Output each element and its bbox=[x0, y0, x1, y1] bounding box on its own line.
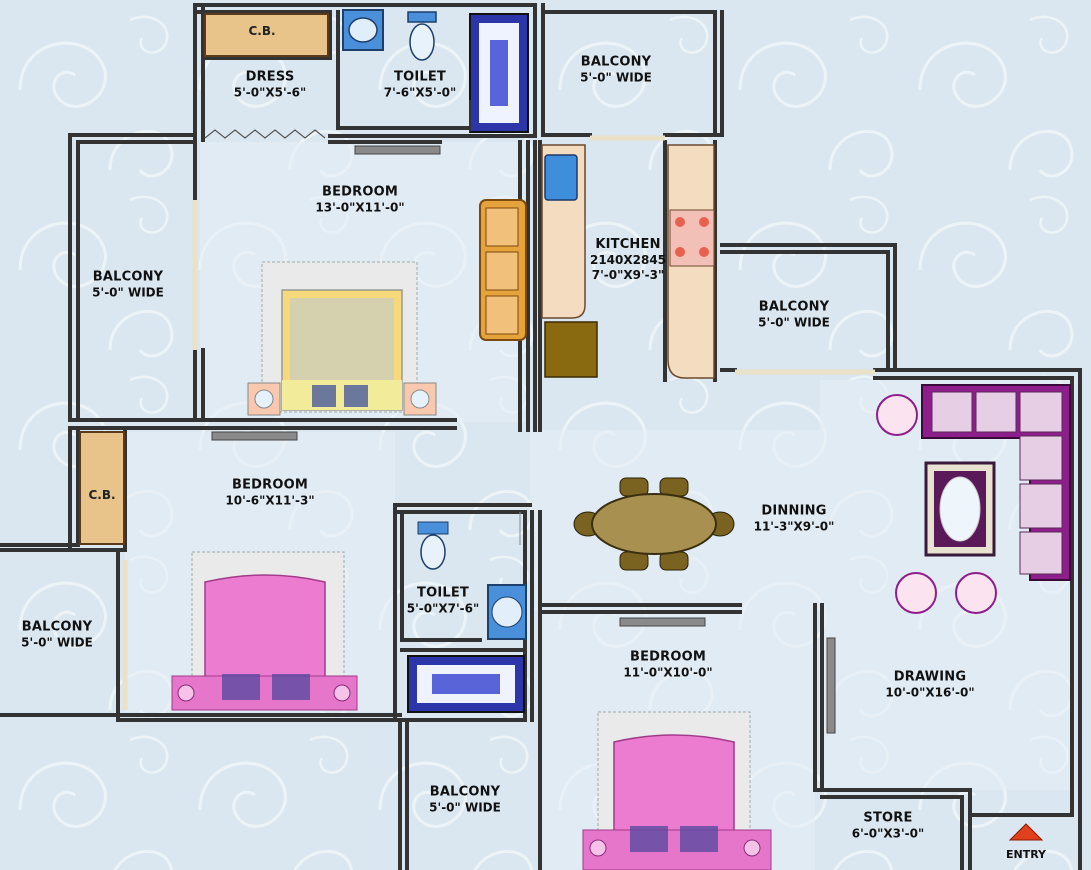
room-balcony-top: BALCONY 5'-0" WIDE bbox=[580, 54, 652, 85]
room-store: STORE 6'-0"X3'-0" bbox=[852, 810, 924, 841]
room-bedroom-3-dim: 11'-0"X10'-0" bbox=[623, 665, 713, 680]
dining-table bbox=[573, 477, 735, 571]
room-dinning: DINNING 11'-3"X9'-0" bbox=[754, 503, 835, 534]
room-balcony-kitchen: BALCONY 5'-0" WIDE bbox=[758, 299, 830, 330]
cupboard-left bbox=[79, 431, 125, 545]
cupboard-left-label: C.B. bbox=[88, 488, 116, 502]
room-dress: DRESS 5'-0"X5'-6" bbox=[234, 69, 306, 100]
room-dinning-name: DINNING bbox=[761, 503, 827, 519]
bedroom-3-bed bbox=[582, 711, 772, 870]
room-bedroom-2-dim: 10'-6"X11'-3" bbox=[225, 493, 315, 508]
room-balcony-left-dim: 5'-0" WIDE bbox=[92, 285, 164, 300]
room-toilet-mid: TOILET 5'-0"X7'-6" bbox=[407, 585, 479, 616]
room-balcony-top-dim: 5'-0" WIDE bbox=[580, 70, 652, 85]
master-bed bbox=[247, 261, 437, 416]
entry-arrow-icon bbox=[1008, 823, 1044, 841]
cupboard-top-label: C.B. bbox=[248, 24, 276, 38]
bedroom-2-bed bbox=[171, 551, 358, 711]
room-toilet-mid-name: TOILET bbox=[417, 585, 469, 601]
dress-sliding-door bbox=[204, 129, 326, 139]
room-bedroom-master-dim: 13'-0"X11'-0" bbox=[315, 200, 405, 215]
entry-marker: ENTRY bbox=[1003, 822, 1049, 861]
room-bedroom-2: BEDROOM 10'-6"X11'-3" bbox=[225, 477, 314, 508]
room-bedroom-master: BEDROOM 13'-0"X11'-0" bbox=[315, 184, 404, 215]
room-balcony-bottom-left-dim: 5'-0" WIDE bbox=[21, 635, 93, 650]
room-balcony-bottom-left-name: BALCONY bbox=[21, 619, 93, 635]
master-sofa bbox=[479, 199, 527, 341]
entry-label: ENTRY bbox=[1005, 848, 1047, 861]
room-balcony-bottom-dim: 5'-0" WIDE bbox=[429, 800, 501, 815]
room-balcony-bottom-left: BALCONY 5'-0" WIDE bbox=[21, 619, 93, 650]
room-balcony-top-name: BALCONY bbox=[580, 54, 652, 70]
room-dinning-dim: 11'-3"X9'-0" bbox=[753, 519, 835, 534]
cupboard-top bbox=[204, 13, 329, 57]
room-toilet-top-name: TOILET bbox=[394, 69, 446, 85]
room-balcony-bottom-name: BALCONY bbox=[429, 784, 501, 800]
room-balcony-left: BALCONY 5'-0" WIDE bbox=[92, 269, 164, 300]
room-balcony-kitchen-dim: 5'-0" WIDE bbox=[758, 315, 830, 330]
room-dress-name: DRESS bbox=[245, 69, 295, 85]
drawing-sofa bbox=[876, 384, 1071, 614]
room-bedroom-3: BEDROOM 11'-0"X10'-0" bbox=[623, 649, 712, 680]
room-bedroom-master-name: BEDROOM bbox=[321, 184, 399, 200]
room-drawing-dim: 10'-0"X16'-0" bbox=[885, 685, 975, 700]
room-kitchen-name: KITCHEN bbox=[595, 236, 661, 252]
room-bedroom-2-name: BEDROOM bbox=[231, 477, 309, 493]
room-kitchen-dim1: 2140X2845 bbox=[589, 253, 667, 268]
room-kitchen: KITCHEN 2140X2845 7'-0"X9'-3" bbox=[590, 237, 666, 283]
room-toilet-mid-dim: 5'-0"X7'-6" bbox=[406, 601, 480, 616]
room-dress-dim: 5'-0"X5'-6" bbox=[233, 85, 307, 100]
room-balcony-kitchen-name: BALCONY bbox=[758, 299, 830, 315]
room-store-dim: 6'-0"X3'-0" bbox=[851, 826, 925, 841]
room-toilet-top: TOILET 7'-6"X5'-0" bbox=[384, 69, 456, 100]
room-store-name: STORE bbox=[863, 810, 913, 826]
room-balcony-left-name: BALCONY bbox=[92, 269, 164, 285]
room-drawing: DRAWING 10'-0"X16'-0" bbox=[885, 669, 974, 700]
room-toilet-top-dim: 7'-6"X5'-0" bbox=[383, 85, 457, 100]
room-kitchen-dim2: 7'-0"X9'-3" bbox=[591, 268, 665, 283]
room-balcony-bottom: BALCONY 5'-0" WIDE bbox=[429, 784, 501, 815]
room-drawing-name: DRAWING bbox=[893, 669, 967, 685]
room-bedroom-3-name: BEDROOM bbox=[629, 649, 707, 665]
